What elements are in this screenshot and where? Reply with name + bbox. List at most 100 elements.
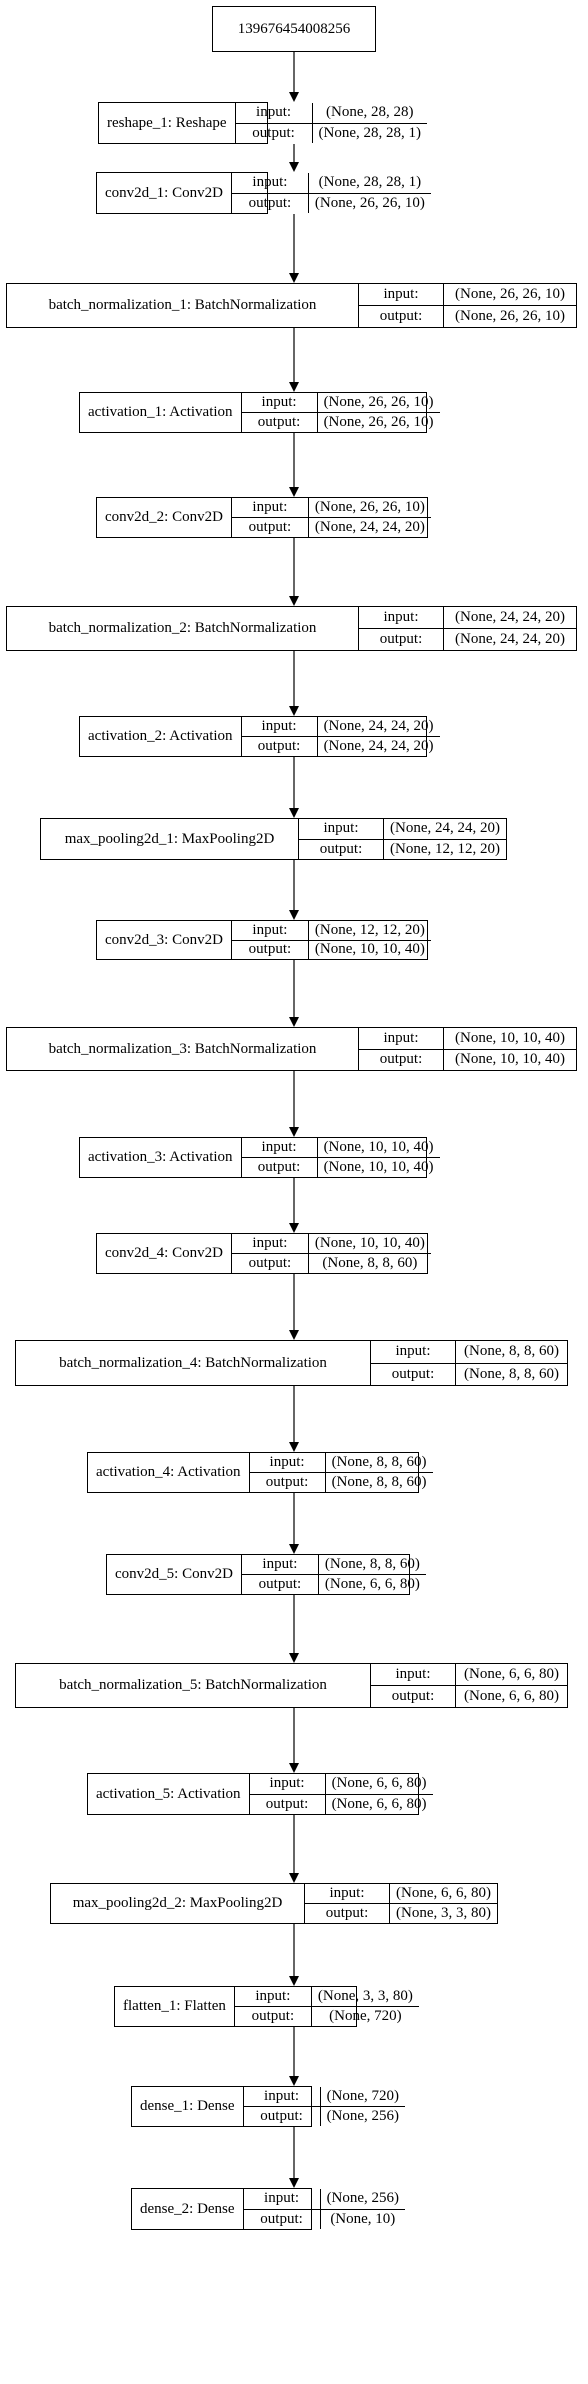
output-shape: (None, 10, 10, 40) [314,941,425,958]
arrowhead-icon [289,1330,299,1340]
output-key: output: [242,737,318,756]
output-key: output: [232,1254,309,1273]
output-row: output:(None, 26, 26, 10) [231,192,431,213]
output-row: output: (None, 10, 10, 40) [241,1157,440,1177]
output-key: output: [250,1473,326,1492]
layer-node-batch-normalization-1: batch_normalization_1: BatchNormalizatio… [6,283,577,328]
io-table: input:(None, 10, 10, 40)output:(None, 10… [241,1138,440,1177]
output-shape: (None, 8, 8, 60) [464,1365,559,1382]
output-shape: (None, 256) [326,2108,400,2124]
output-key: output: [236,123,313,143]
output-key: output: [359,629,444,650]
layer-label: max_pooling2d_2: MaxPooling2D [51,1884,306,1923]
output-row: output: (None, 28, 28, 1) [235,122,428,143]
layer-node-batch-normalization-4: batch_normalization_4: BatchNormalizatio… [15,1340,568,1386]
io-table: input:(None, 6, 6, 80)output: (None, 6, 6… [371,1664,567,1707]
output-key: output: [244,2107,321,2126]
output-key: output: [371,1686,456,1707]
io-table: input:(None, 8, 8, 60)output:(None, 6, 6… [241,1555,426,1594]
output-row: output:(None, 8, 8, 60) [231,1253,431,1273]
output-shape: (None, 10, 10, 40) [455,1051,565,1068]
input-shape: (None, 8, 8, 60) [331,1454,427,1470]
io-table: input:(None, 256)output:(None, 10) [243,2189,406,2229]
input-row: input:(None, 12, 12, 20) [232,921,431,940]
arrowhead-icon [289,92,299,102]
output-shape: (None, 8, 8, 60) [331,1474,427,1490]
io-table: input:(None, 26, 26, 10)output:(None, 26… [241,393,440,432]
output-row: output:(None, 10, 10, 40) [359,1048,576,1070]
input-row: input:(None, 24, 24, 20) [359,607,576,628]
output-row: output: (None, 8, 8, 60) [371,1362,567,1385]
arrowhead-icon [289,1544,299,1554]
arrowhead-icon [289,1653,299,1663]
io-table: input:(None, 28, 28, 1)output:(None, 26,… [231,173,431,213]
input-row: input:(None, 10, 10, 40) [232,1234,431,1253]
input-row: input:(None, 24, 24, 20) [242,717,440,736]
output-row: output: (None, 24, 24, 20) [231,517,431,537]
output-row: output: (None, 256) [243,2106,406,2126]
input-key: input: [235,1987,312,2006]
output-row: output:(None, 3, 3, 80) [305,1903,497,1923]
output-key: output: [232,518,309,537]
output-shape: (None, 10, 10, 40) [323,1159,434,1175]
arrowhead-icon [289,1873,299,1883]
input-row: input:(None, 26, 26, 10) [359,284,576,305]
output-key: output: [235,2007,312,2026]
io-table: input:(None, 10, 10, 40)output:(None, 8,… [231,1234,431,1273]
input-shape: (None, 10, 10, 40) [323,1139,434,1155]
output-shape: (None, 6, 6, 80) [464,1688,559,1704]
input-shape: (None, 6, 6, 80) [464,1666,559,1682]
output-shape: (None, 24, 24, 20) [314,519,425,535]
input-key: input: [305,1884,391,1903]
layer-label: conv2d_2: Conv2D [97,498,232,537]
output-key: output: [305,1904,391,1923]
layer-label: batch_normalization_4: BatchNormalizatio… [16,1341,371,1385]
io-table: input:(None, 6, 6, 80)output:(None, 3, 3… [305,1884,497,1923]
input-row: input:(None, 26, 26, 10) [232,498,431,517]
input-shape: (None, 26, 26, 10) [314,499,425,515]
io-table: input:(None, 26, 26, 10)output: (None, 24… [231,498,431,537]
io-table: input:(None, 26, 26, 10)output:(None, 26… [359,284,576,327]
output-shape: (None, 26, 26, 10) [314,194,425,211]
layer-label: conv2d_3: Conv2D [97,921,232,959]
output-key: output: [359,306,444,327]
layer-label: batch_normalization_3: BatchNormalizatio… [7,1028,359,1070]
arrowhead-icon [289,162,299,172]
io-table: input:(None, 24, 24, 20)output:(None, 24… [359,607,576,650]
output-shape: (None, 720) [329,2008,402,2024]
layer-label: batch_normalization_5: BatchNormalizatio… [16,1664,371,1707]
layer-label: max_pooling2d_1: MaxPooling2D [41,819,300,859]
input-row: input:(None, 6, 6, 80) [371,1664,567,1685]
io-table: input:(None, 12, 12, 20)output:(None, 10… [231,921,431,959]
arrowhead-icon [289,273,299,283]
output-shape: (None, 28, 28, 1) [318,124,422,141]
output-key: output: [242,1158,318,1177]
input-key: input: [236,103,313,123]
arrowhead-icon [289,1976,299,1986]
arrowhead-icon [289,706,299,716]
input-shape: (None, 10, 10, 40) [455,1029,565,1046]
io-table: input:(None, 3, 3, 80)output:(None, 720) [234,1987,419,2026]
input-key: input: [250,1453,326,1472]
output-key: output: [250,1794,326,1814]
output-key: output: [242,413,318,432]
input-row: input:(None, 8, 8, 60) [242,1555,426,1574]
input-shape: (None, 8, 8, 60) [464,1343,559,1360]
arrowhead-icon [289,1127,299,1137]
output-key: output: [371,1363,456,1385]
input-shape: (None, 8, 8, 60) [324,1556,420,1572]
layer-label: activation_4: Activation [88,1453,250,1492]
layer-label: flatten_1: Flatten [115,1987,235,2026]
output-row: output:(None, 26, 26, 10) [359,305,576,327]
input-shape: (None, 26, 26, 10) [455,286,565,302]
io-table: input:(None, 6, 6, 80)output:(None, 6, 6… [249,1774,433,1814]
output-key: output: [244,2209,321,2229]
input-key: input: [299,819,385,839]
